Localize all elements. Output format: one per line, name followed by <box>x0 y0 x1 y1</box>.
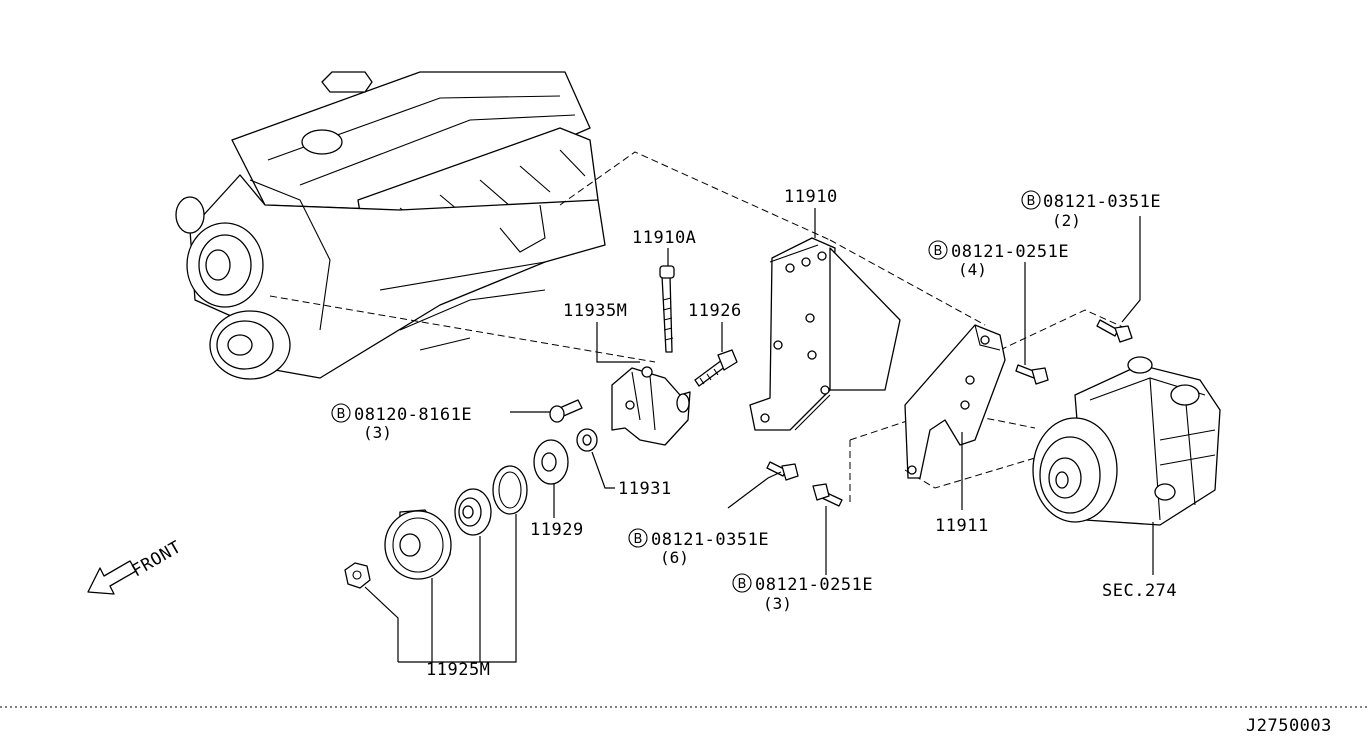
label-11926[interactable]: 11926 <box>688 301 742 321</box>
bracket-11911[interactable] <box>904 324 1006 479</box>
label-11935M[interactable]: 11935M <box>563 301 627 321</box>
bolt-part-number: 08121-0251E <box>951 242 1069 262</box>
idler-pulley[interactable] <box>384 509 452 580</box>
bolt-08121-0251E-upper[interactable] <box>1015 364 1049 385</box>
bolt-11926[interactable] <box>694 349 738 387</box>
bolt-symbol: B <box>934 244 943 259</box>
label-11911[interactable]: 11911 <box>935 516 989 536</box>
bolt-callout-08121-0251E-4[interactable]: B 08121-0251E (4) <box>928 240 1069 279</box>
bolt-quantity: (6) <box>660 548 689 567</box>
label-11910[interactable]: 11910 <box>784 187 838 207</box>
bolt-quantity: (3) <box>763 594 792 613</box>
tensioner-11935M[interactable] <box>611 366 691 446</box>
bracket-11910[interactable] <box>749 237 901 431</box>
label-11929[interactable]: 11929 <box>530 520 584 540</box>
bolt-callout-08121-0351E-2[interactable]: B 08121-0351E (2) <box>1021 190 1161 230</box>
label-11925M[interactable]: 11925M <box>426 660 490 680</box>
bolt-symbol: B <box>1027 194 1036 209</box>
bolt-08121-0351E-lower[interactable] <box>766 461 799 481</box>
bolt-callout-08120-8161E-3[interactable]: B 08120-8161E (3) <box>331 403 472 442</box>
nut[interactable] <box>344 562 371 589</box>
bolt-11910A[interactable] <box>659 265 675 353</box>
front-arrow: FRONT <box>87 537 185 595</box>
ac-compressor[interactable] <box>1032 356 1221 526</box>
bolt-symbol: B <box>738 577 747 592</box>
part-labels: 11910 11910A 11935M 11926 11931 11929 11… <box>426 187 1332 736</box>
bolt-08120-8161E[interactable] <box>549 399 583 423</box>
leader-lines <box>364 208 1154 663</box>
bolt-part-number: 08120-8161E <box>354 405 472 425</box>
washer-11929[interactable] <box>533 439 569 485</box>
bolt-08121-0251E-lower[interactable] <box>812 483 843 507</box>
label-11910A[interactable]: 11910A <box>632 228 696 248</box>
bolt-part-number: 08121-0351E <box>1043 192 1161 212</box>
bolt-symbol: B <box>634 532 643 547</box>
front-label: FRONT <box>129 537 185 581</box>
bolt-quantity: (3) <box>363 423 392 442</box>
bolt-part-number: 08121-0351E <box>651 530 769 550</box>
bolt-quantity: (2) <box>1052 211 1081 230</box>
diagram-code: J2750003 <box>1246 716 1332 736</box>
bolt-quantity: (4) <box>958 260 987 279</box>
label-sec-274[interactable]: SEC.274 <box>1102 581 1177 601</box>
spacer-11931[interactable] <box>576 428 598 452</box>
snap-ring[interactable] <box>492 465 528 515</box>
bolt-08121-0351E-upper[interactable] <box>1096 319 1133 343</box>
label-11931[interactable]: 11931 <box>618 479 672 499</box>
engine-illustration <box>175 71 606 380</box>
bolt-symbol: B <box>337 407 346 422</box>
bolt-callout-08121-0351E-6[interactable]: B 08121-0351E (6) <box>628 528 769 567</box>
bearing[interactable] <box>454 488 492 536</box>
bolt-callout-08121-0251E-3[interactable]: B 08121-0251E (3) <box>732 573 873 613</box>
bolt-part-number: 08121-0251E <box>755 575 873 595</box>
